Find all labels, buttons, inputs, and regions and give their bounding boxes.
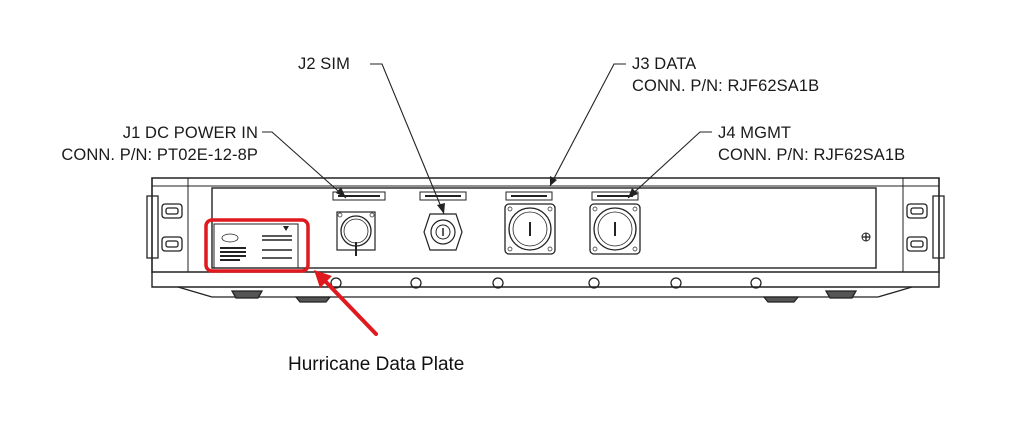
j4-mgmt-label: J4 MGMT bbox=[718, 124, 792, 142]
j3-data-label: J3 DATA bbox=[632, 55, 697, 73]
left-mount-ear bbox=[146, 195, 183, 259]
ground-screw bbox=[861, 232, 871, 242]
j1-part-number: CONN. P/N: PT02E-12-8P bbox=[61, 146, 258, 164]
j4-part-number: CONN. P/N: RJF62SA1B bbox=[718, 146, 906, 164]
leader-lines bbox=[262, 63, 712, 215]
data-plate-highlight bbox=[204, 218, 378, 336]
data-plate bbox=[213, 223, 299, 269]
highlight-box bbox=[204, 218, 310, 273]
front-panel bbox=[211, 187, 877, 269]
right-mount-ear bbox=[906, 195, 945, 259]
j2-sim-label: J2 SIM bbox=[298, 55, 350, 73]
j3-data-connector bbox=[504, 191, 556, 255]
data-plate-caption: Hurricane Data Plate bbox=[288, 354, 465, 375]
base-holes bbox=[330, 277, 762, 289]
j2-sim-connector bbox=[419, 191, 467, 251]
j2-arrowhead bbox=[437, 203, 445, 214]
j4-mgmt-connector bbox=[589, 191, 641, 255]
j1-power-connector bbox=[332, 191, 386, 256]
j4-leader-line bbox=[627, 131, 712, 199]
j2-leader-line bbox=[370, 63, 445, 215]
j1-leader-line bbox=[262, 131, 347, 199]
highlight-arrowhead bbox=[314, 270, 332, 288]
base-strip bbox=[151, 272, 940, 288]
highlight-arrow-line bbox=[324, 280, 378, 336]
feet bbox=[230, 290, 858, 303]
j3-leader-line bbox=[549, 63, 626, 187]
j1-dc-power-label: J1 DC POWER IN bbox=[122, 124, 258, 142]
j3-part-number: CONN. P/N: RJF62SA1B bbox=[632, 77, 820, 95]
